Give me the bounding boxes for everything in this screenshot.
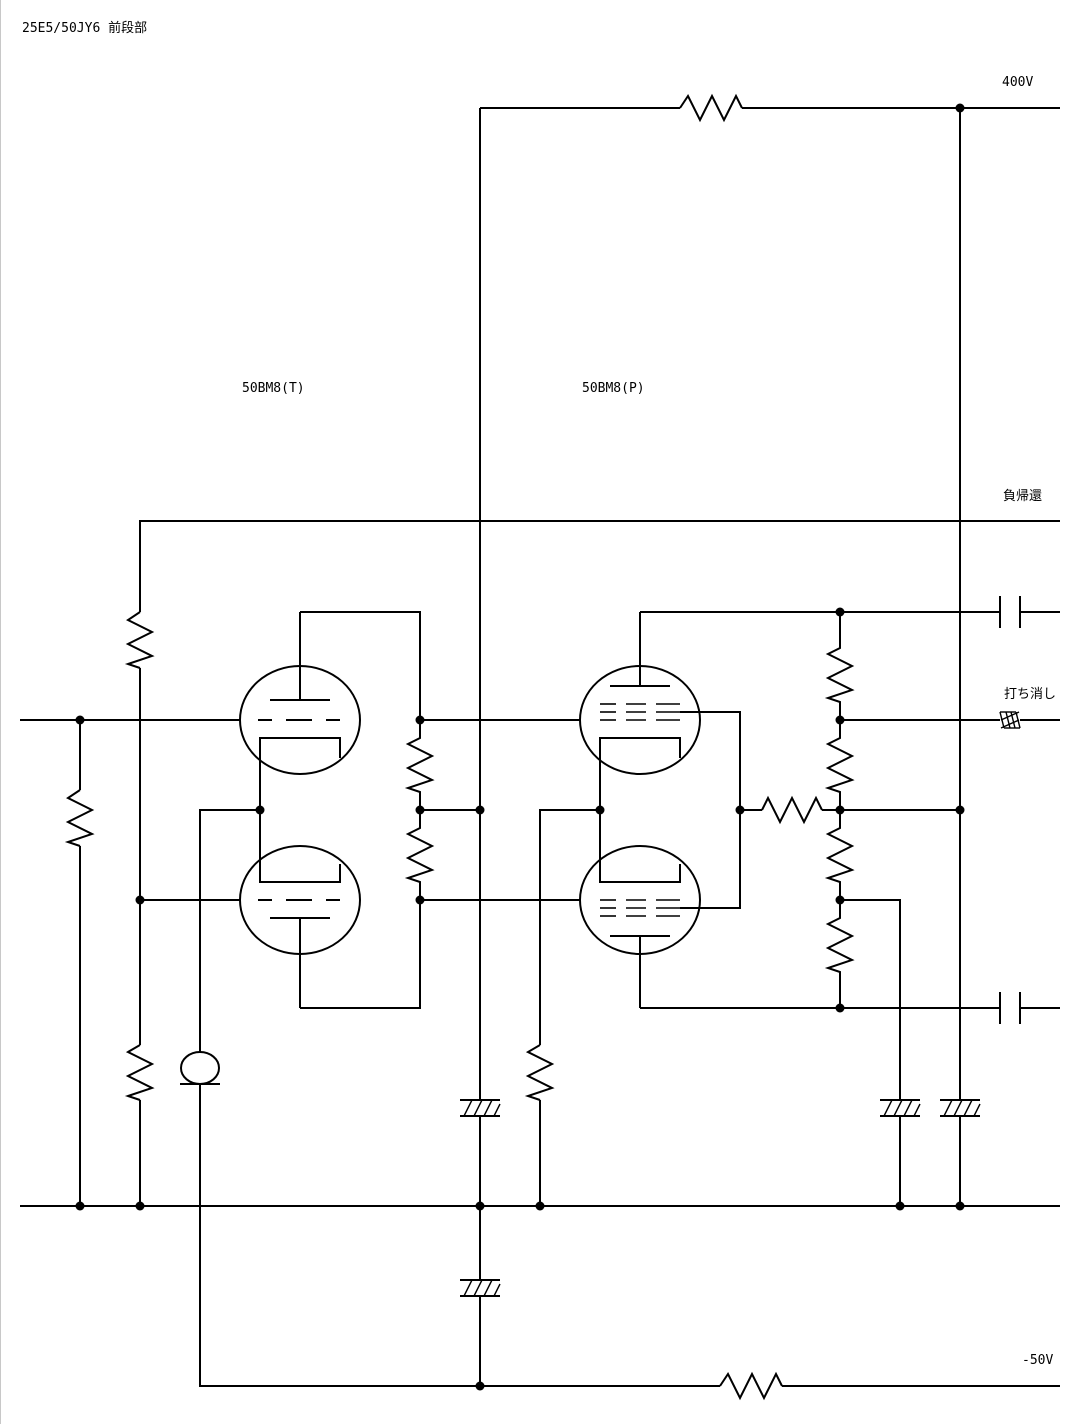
pentode-cathode-wire [539, 809, 600, 1045]
feedback-line [139, 520, 1060, 612]
triode-lower-plate-wire [300, 900, 421, 1009]
pentode-cathode-resistor [524, 1044, 555, 1101]
label-negative-feedback: 負帰還 [1003, 489, 1043, 504]
divider-tap-wire [840, 899, 901, 1100]
triode-lower [239, 810, 361, 1008]
negative-supply-wire [199, 1084, 720, 1387]
bypass-capacitor-2 [880, 1099, 921, 1206]
bypass-capacitor-1 [460, 1099, 501, 1386]
b-plus-rail [480, 93, 1060, 123]
schematic-title: 25E5/50JY6 前段部 [22, 21, 148, 36]
output-capacitor-lower [999, 992, 1060, 1024]
feedback-resistor [124, 611, 155, 669]
cathode-ccs [180, 1051, 220, 1085]
screen-resistor [761, 795, 823, 825]
label-400v: 400V [1002, 75, 1034, 90]
cathode-wire [199, 809, 260, 1052]
pentode-upper [579, 612, 701, 810]
pentode-lower [579, 810, 701, 1008]
label-tube-pentode: 50BM8(P) [582, 381, 645, 396]
bypass-capacitor-3 [940, 1099, 981, 1206]
label-cancel: 打ち消し [1004, 687, 1057, 702]
pentode-lower-screen-wire [680, 810, 741, 909]
junction-dots [75, 103, 965, 1391]
cancel-capacitor [999, 711, 1021, 729]
grid-leak-resistor [64, 789, 95, 847]
label-minus-50v: -50V [1022, 1353, 1054, 1368]
pentode-screen-wire [680, 711, 741, 810]
triode-upper-plate-wire [300, 611, 421, 720]
negative-supply-resistor [719, 1371, 783, 1401]
label-tube-triode: 50BM8(T) [242, 381, 305, 396]
triode-upper [239, 612, 361, 810]
bias-resistor-left [124, 1044, 155, 1101]
output-capacitor-upper [999, 596, 1060, 628]
